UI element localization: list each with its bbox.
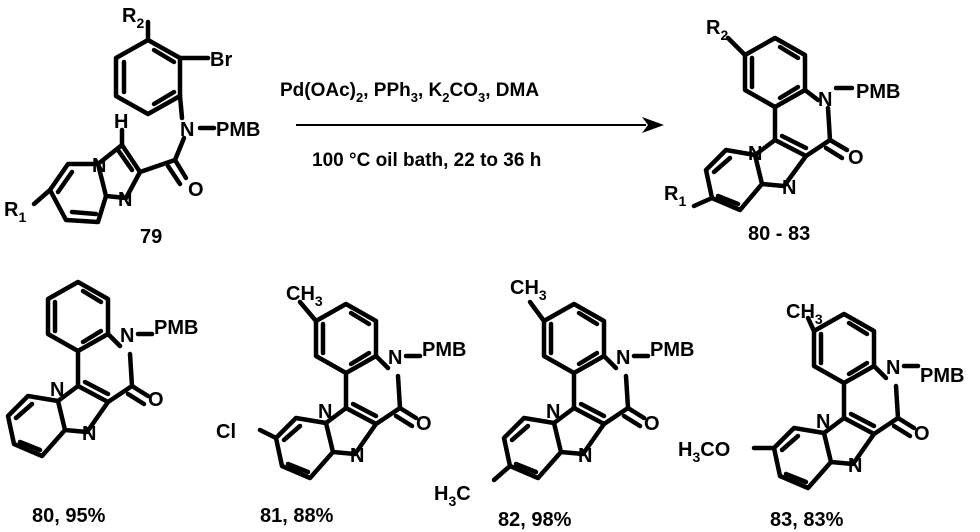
sm-n-co-bond [172, 135, 187, 163]
pg-c-c-bond [803, 137, 833, 159]
product-80-n-label: N [120, 325, 134, 347]
reaction-arrow-group: Pd(OAc)2, PPh3, K2CO3, DMA 100 °C oil ba… [280, 80, 664, 171]
reaction-conditions-bottom: 100 °C oil bath, 22 to 36 h [312, 150, 541, 171]
pg-pyr-double-2 [715, 193, 741, 207]
product-82-caption: 82, 98% [498, 509, 572, 531]
reaction-conditions-top: Pd(OAc)2, PPh3, K2CO3, DMA [280, 80, 539, 105]
product-81-ch3-label: CH3 [286, 283, 323, 309]
product-82-ch3b-bond [491, 463, 513, 483]
pg-compound-number: 80 - 83 [748, 223, 810, 245]
pg-pyridine [703, 147, 765, 213]
product-80-pmb-label: PMB [154, 317, 198, 339]
pg-r1-bond [691, 195, 715, 209]
sm-o-label: O [188, 179, 204, 201]
product-81-ch3-bond [297, 299, 319, 324]
product-83-o-label: O [914, 423, 930, 445]
product-82-n-imid: N [578, 445, 592, 467]
sm-br-label: Br [210, 49, 232, 71]
sm-c-imid-bond [137, 157, 178, 175]
sm-co-bond-a [172, 157, 189, 181]
product-81-core [276, 304, 420, 478]
product-80-o-label: O [148, 389, 164, 411]
product-82-o-label: O [644, 413, 660, 435]
product-81-n-imid: N [350, 445, 364, 467]
product-80-core [8, 282, 152, 456]
product-81-cl-label: Cl [216, 421, 236, 443]
pg-n-label: N [818, 89, 832, 111]
product-general: R2 N PMB O N N R1 80 - 83 [664, 17, 900, 245]
product-83-n-bridge: N [816, 411, 830, 433]
pg-imidazole [752, 137, 809, 189]
sm-h-label: H [114, 111, 128, 133]
pg-r2-bond [725, 35, 748, 58]
sm-pyr-double-1 [55, 169, 75, 195]
product-82-ch3-bond [527, 299, 547, 324]
sm-n-ring1-label: N [92, 155, 106, 177]
product-83-n-label: N [886, 357, 900, 379]
product-80: N PMB O N N 80, 95% [8, 282, 198, 527]
product-82-h3c-label: H3C [434, 483, 471, 509]
sm-n-label: N [180, 119, 194, 141]
sm-aryl-double-3 [151, 89, 177, 107]
product-81-o-label: O [416, 413, 432, 435]
sm-r1-bond [31, 187, 53, 207]
sm-r1-label: R1 [4, 199, 26, 225]
product-83-ch3-label: CH3 [786, 301, 823, 327]
sm-n-ring2-label: N [118, 189, 132, 211]
product-82-n-label: N [616, 347, 630, 369]
sm-aryl-double-2 [151, 47, 177, 65]
product-80-n-imid: N [82, 423, 96, 445]
sm-pyr-double-2 [69, 209, 99, 217]
product-81-pmb-label: PMB [422, 339, 466, 361]
sm-r2-label: R2 [122, 5, 144, 31]
pg-pmb-label: PMB [856, 81, 900, 103]
sm-compound-number: 79 [140, 226, 162, 248]
right-arrow-icon [642, 117, 664, 133]
pg-r1-label: R1 [664, 183, 686, 209]
pg-benzo-double-3 [777, 84, 801, 101]
sm-pmb-label: PMB [216, 119, 260, 141]
product-80-n-bridge: N [50, 379, 64, 401]
sm-imid-double [115, 147, 135, 173]
pg-pyr-double-1 [711, 155, 733, 175]
product-81-cl-bond [257, 427, 279, 441]
product-82-n-bridge: N [546, 401, 560, 423]
product-82-core [504, 304, 648, 478]
pg-ring-fuse-2 [772, 137, 809, 159]
product-83-core [774, 314, 918, 488]
product-83-caption: 83, 83% [770, 509, 844, 531]
starting-material-79: R2 Br N PMB H O N N R1 79 [4, 5, 260, 248]
pg-n-co-bond [825, 105, 833, 143]
sm-cn-bond [177, 93, 185, 121]
pg-c-n-bond [802, 87, 821, 103]
product-81-n-label: N [388, 347, 402, 369]
pg-ring-fuse-double [779, 133, 809, 151]
product-82-pmb-label: PMB [650, 339, 694, 361]
sm-imidazole [95, 142, 143, 201]
product-81-caption: 81, 88% [260, 505, 334, 527]
product-82: CH3 N PMB O N N H3C 82, 98% [434, 277, 694, 531]
pg-n-imid-label: N [782, 177, 796, 199]
product-80-caption: 80, 95% [32, 505, 106, 527]
product-81: CH3 N PMB O N N Cl 81, 88% [216, 283, 466, 527]
pg-n-bridge-label: N [748, 143, 762, 165]
sm-co-bond-b [165, 163, 183, 187]
product-83: CH3 N PMB O N N H3CO 83, 83% [678, 301, 964, 531]
product-82-ch3-label: CH3 [510, 277, 547, 303]
pg-benzo-double-1 [777, 44, 801, 61]
product-83-h3co-label: H3CO [678, 439, 730, 465]
pg-r2-label: R2 [706, 17, 728, 43]
product-83-n-imid: N [848, 455, 862, 477]
pg-o-label: O [848, 147, 864, 169]
pg-co-bond-b [823, 145, 845, 161]
sm-pyridine [47, 161, 109, 225]
product-83-pmb-label: PMB [920, 365, 964, 387]
pg-co-bond-a [827, 137, 850, 153]
product-81-n-bridge: N [318, 401, 332, 423]
product-83-ch3-bond [805, 315, 817, 334]
